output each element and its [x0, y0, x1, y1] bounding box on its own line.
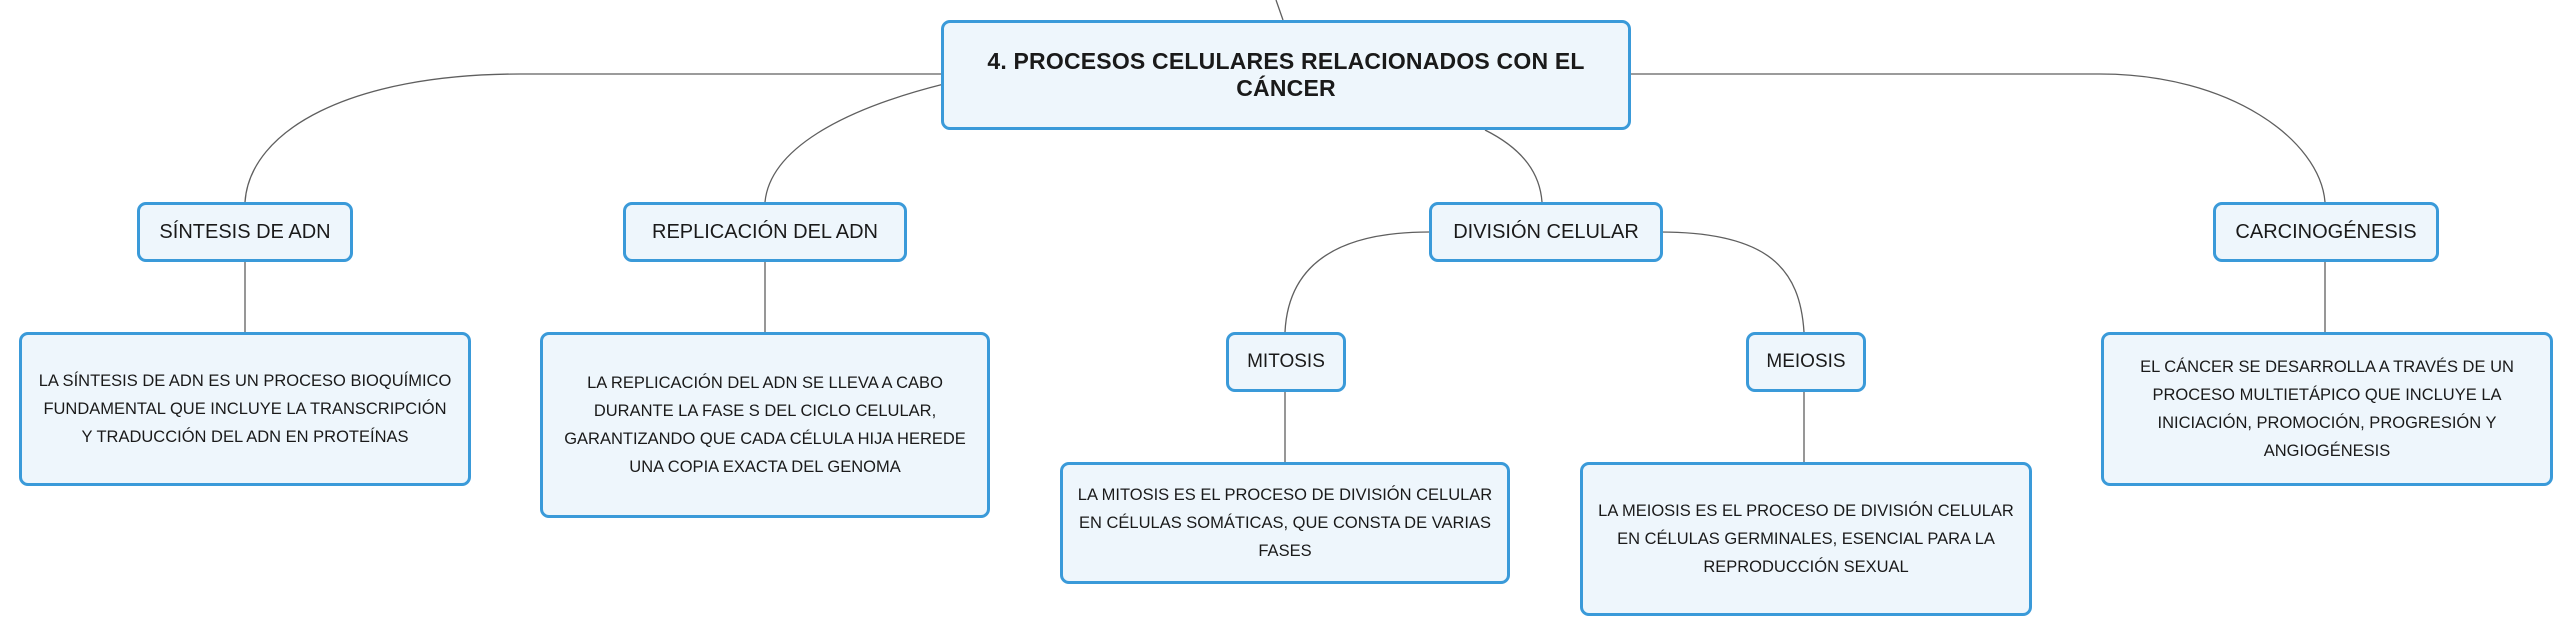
desc-replicacion-adn[interactable]: LA REPLICACIÓN DEL ADN SE LLEVA A CABO D…	[540, 332, 990, 518]
topic-carcinogenesis-label: CARCINOGÉNESIS	[2235, 220, 2417, 243]
connector-root-sintesis	[244, 73, 944, 203]
topic-division-celular[interactable]: DIVISIÓN CELULAR	[1429, 202, 1663, 262]
connector-division-meiosis	[1659, 231, 1805, 333]
subtopic-meiosis-label: MEIOSIS	[1766, 351, 1846, 372]
desc-carcinogenesis-text: EL CÁNCER SE DESARROLLA A TRAVÉS DE UN P…	[2140, 358, 2514, 460]
topic-sintesis-adn[interactable]: SÍNTESIS DE ADN	[137, 202, 353, 262]
desc-meiosis[interactable]: LA MEIOSIS ES EL PROCESO DE DIVISIÓN CEL…	[1580, 462, 2032, 616]
desc-meiosis-text: LA MEIOSIS ES EL PROCESO DE DIVISIÓN CEL…	[1598, 502, 2014, 576]
topic-sintesis-adn-label: SÍNTESIS DE ADN	[159, 220, 331, 243]
subtopic-mitosis-label: MITOSIS	[1247, 351, 1325, 372]
topic-replicacion-adn-label: REPLICACIÓN DEL ADN	[652, 220, 878, 243]
desc-replicacion-adn-text: LA REPLICACIÓN DEL ADN SE LLEVA A CABO D…	[564, 374, 966, 476]
connector-division-mitosis	[1284, 231, 1430, 333]
subtopic-meiosis[interactable]: MEIOSIS	[1746, 332, 1866, 392]
root-topic[interactable]: 4. PROCESOS CELULARES RELACIONADOS CON E…	[941, 20, 1631, 130]
topic-carcinogenesis[interactable]: CARCINOGÉNESIS	[2213, 202, 2439, 262]
subtopic-mitosis[interactable]: MITOSIS	[1226, 332, 1346, 392]
connector-root-replicacion	[764, 83, 945, 203]
topic-division-celular-label: DIVISIÓN CELULAR	[1453, 220, 1639, 243]
root-topic-title: 4. PROCESOS CELULARES RELACIONADOS CON E…	[987, 48, 1585, 101]
topic-replicacion-adn[interactable]: REPLICACIÓN DEL ADN	[623, 202, 907, 262]
desc-mitosis[interactable]: LA MITOSIS ES EL PROCESO DE DIVISIÓN CEL…	[1060, 462, 1510, 584]
desc-sintesis-adn-text: LA SÍNTESIS DE ADN ES UN PROCESO BIOQUÍM…	[38, 372, 452, 446]
connector-root-carcinogenesis	[1631, 73, 2326, 203]
connector-root-division	[1484, 129, 1543, 203]
connector-parent-stub	[1275, 0, 1284, 21]
desc-sintesis-adn[interactable]: LA SÍNTESIS DE ADN ES UN PROCESO BIOQUÍM…	[19, 332, 471, 486]
desc-carcinogenesis[interactable]: EL CÁNCER SE DESARROLLA A TRAVÉS DE UN P…	[2101, 332, 2553, 486]
desc-mitosis-text: LA MITOSIS ES EL PROCESO DE DIVISIÓN CEL…	[1077, 486, 1493, 560]
